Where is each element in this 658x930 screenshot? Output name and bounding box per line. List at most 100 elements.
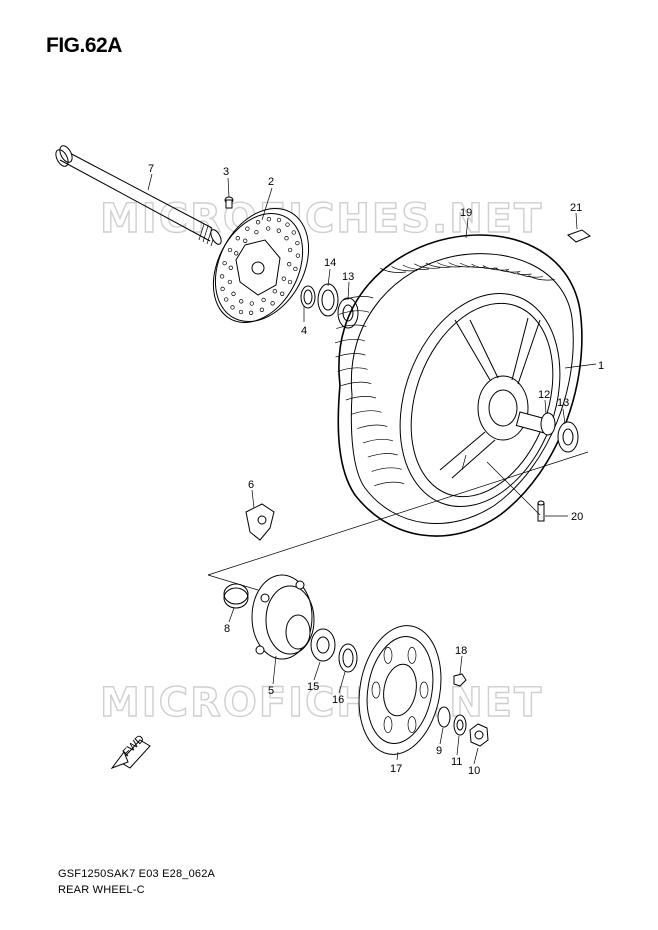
tread-groove: [335, 353, 366, 358]
tread-groove: [357, 424, 388, 429]
air-valve: [537, 500, 545, 522]
callout-9: 9: [436, 745, 442, 757]
disc-hole: [261, 297, 266, 303]
disc-hole: [276, 217, 282, 223]
left-spacer: [300, 285, 316, 309]
callout-8: 8: [224, 623, 230, 635]
callout-10: 10: [468, 765, 480, 777]
spacer-9: [437, 706, 451, 728]
tread-groove: [336, 324, 367, 329]
disc-hole: [270, 301, 275, 306]
callout-19: 19: [460, 207, 472, 219]
tread-groove: [367, 453, 398, 458]
disc-hole: [222, 260, 227, 266]
hub-bearing: [310, 628, 336, 662]
disc-hole: [245, 226, 250, 231]
callout-15: 15: [307, 681, 319, 693]
tread-groove: [337, 367, 368, 372]
disc-bolt: [224, 196, 234, 209]
callout-21: 21: [570, 202, 582, 214]
figure-section: REAR WHEEL-C: [58, 884, 145, 896]
callout-13a: 13: [342, 271, 354, 283]
callout-5: 5: [268, 685, 274, 697]
disc-hole: [266, 217, 272, 222]
rear-wheel: [399, 292, 561, 508]
hub-damper: [223, 583, 249, 609]
sprocket-nut: [453, 673, 467, 687]
callout-4: 4: [301, 325, 307, 337]
sprocket-cutout: [419, 681, 429, 699]
tread-groove: [371, 467, 402, 472]
leader-lines: [147, 173, 597, 765]
tread-groove: [374, 481, 405, 487]
hub-oil-seal: [338, 643, 358, 673]
disc-hole: [272, 289, 277, 294]
tread-groove: [402, 264, 429, 270]
tread-groove: [351, 410, 382, 415]
tread-groove: [362, 438, 394, 444]
rear-sprocket: [358, 625, 442, 755]
callout-20: 20: [571, 511, 583, 523]
disc-hole: [295, 240, 300, 246]
callout-6: 6: [248, 479, 254, 491]
disc-hole: [249, 301, 254, 306]
tread-groove: [345, 396, 377, 401]
caliper-bracket: [245, 503, 275, 541]
tread-groove: [528, 275, 555, 281]
tread-groove: [425, 262, 452, 268]
disc-hole: [238, 309, 244, 315]
disc-hole: [227, 279, 233, 285]
disc-hole: [230, 305, 235, 310]
callout-7: 7: [148, 163, 154, 175]
disc-hole: [234, 251, 239, 256]
disc-hole: [287, 279, 293, 285]
callout-17: 17: [390, 763, 402, 775]
disc-hole: [287, 247, 293, 253]
disc-hole: [291, 230, 296, 235]
disc-hole: [254, 229, 259, 235]
axle-nut-10: [469, 723, 489, 747]
fwd-arrow-icon: FWD: [110, 733, 151, 770]
sprocket-cutout: [371, 681, 381, 699]
callout-3: 3: [223, 166, 229, 178]
tread-groove: [459, 262, 487, 268]
assembly-guides: [207, 451, 589, 591]
disc-hole: [231, 291, 236, 296]
tread-groove: [334, 338, 366, 344]
callout-14: 14: [324, 257, 336, 269]
disc-hole: [285, 222, 290, 227]
disc-hole: [280, 291, 285, 296]
callout-12: 12: [538, 389, 550, 401]
brake-disc: [212, 207, 310, 324]
disc-hole: [281, 276, 286, 281]
disc-hole: [219, 274, 225, 279]
disc-hole: [239, 299, 244, 304]
sprocket-cutout: [407, 647, 417, 664]
fig-title: FIG.62A: [46, 34, 122, 57]
tread-groove: [338, 310, 370, 315]
disc-hole: [243, 238, 248, 243]
disc-hole: [228, 265, 233, 270]
disc-hole: [276, 228, 281, 233]
watermark-bottom: MICROFICHES.NET: [100, 680, 543, 726]
sprocket-cutout: [383, 647, 393, 664]
tread-groove: [505, 269, 532, 275]
right-bearing: [540, 412, 579, 453]
disc-hole: [287, 262, 292, 267]
callout-18: 18: [455, 645, 467, 657]
disc-hole: [227, 247, 233, 253]
left-bearing: [317, 283, 359, 329]
tread-groove: [414, 263, 441, 269]
tread-groove: [341, 381, 372, 387]
disc-hole: [235, 236, 240, 241]
washer-11: [453, 714, 467, 736]
tread-groove: [379, 267, 407, 273]
disc-hole: [259, 307, 265, 312]
callout-1: 1: [598, 360, 604, 372]
figure-code: GSF1250SAK7 E03 E28_062A: [58, 868, 216, 880]
axle: [55, 145, 222, 247]
rear-tire: [334, 234, 583, 537]
tread-groove: [494, 267, 521, 273]
tread-groove: [343, 296, 374, 301]
tread-groove: [482, 265, 509, 271]
